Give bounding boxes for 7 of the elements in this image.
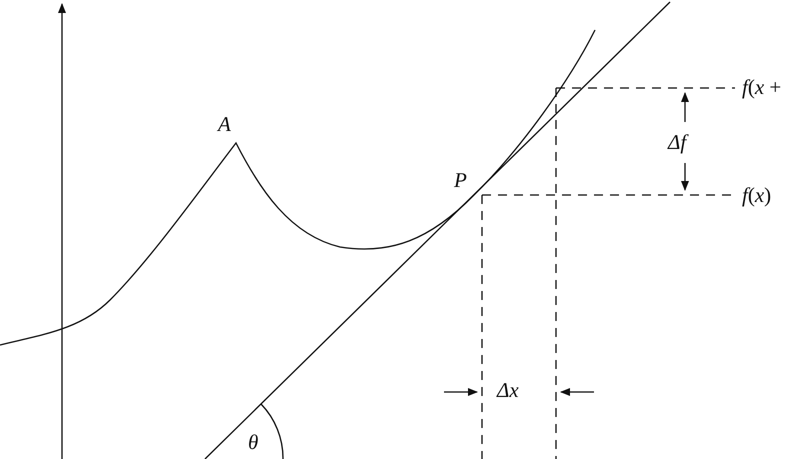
math-label: f(x) [742, 185, 772, 206]
math-label: θ [248, 432, 258, 453]
math-label: Δx [497, 380, 519, 401]
math-label: P [454, 170, 467, 191]
math-label: f(x + [742, 77, 782, 98]
math-label: A [218, 114, 231, 135]
math-label: Δf [668, 132, 686, 153]
